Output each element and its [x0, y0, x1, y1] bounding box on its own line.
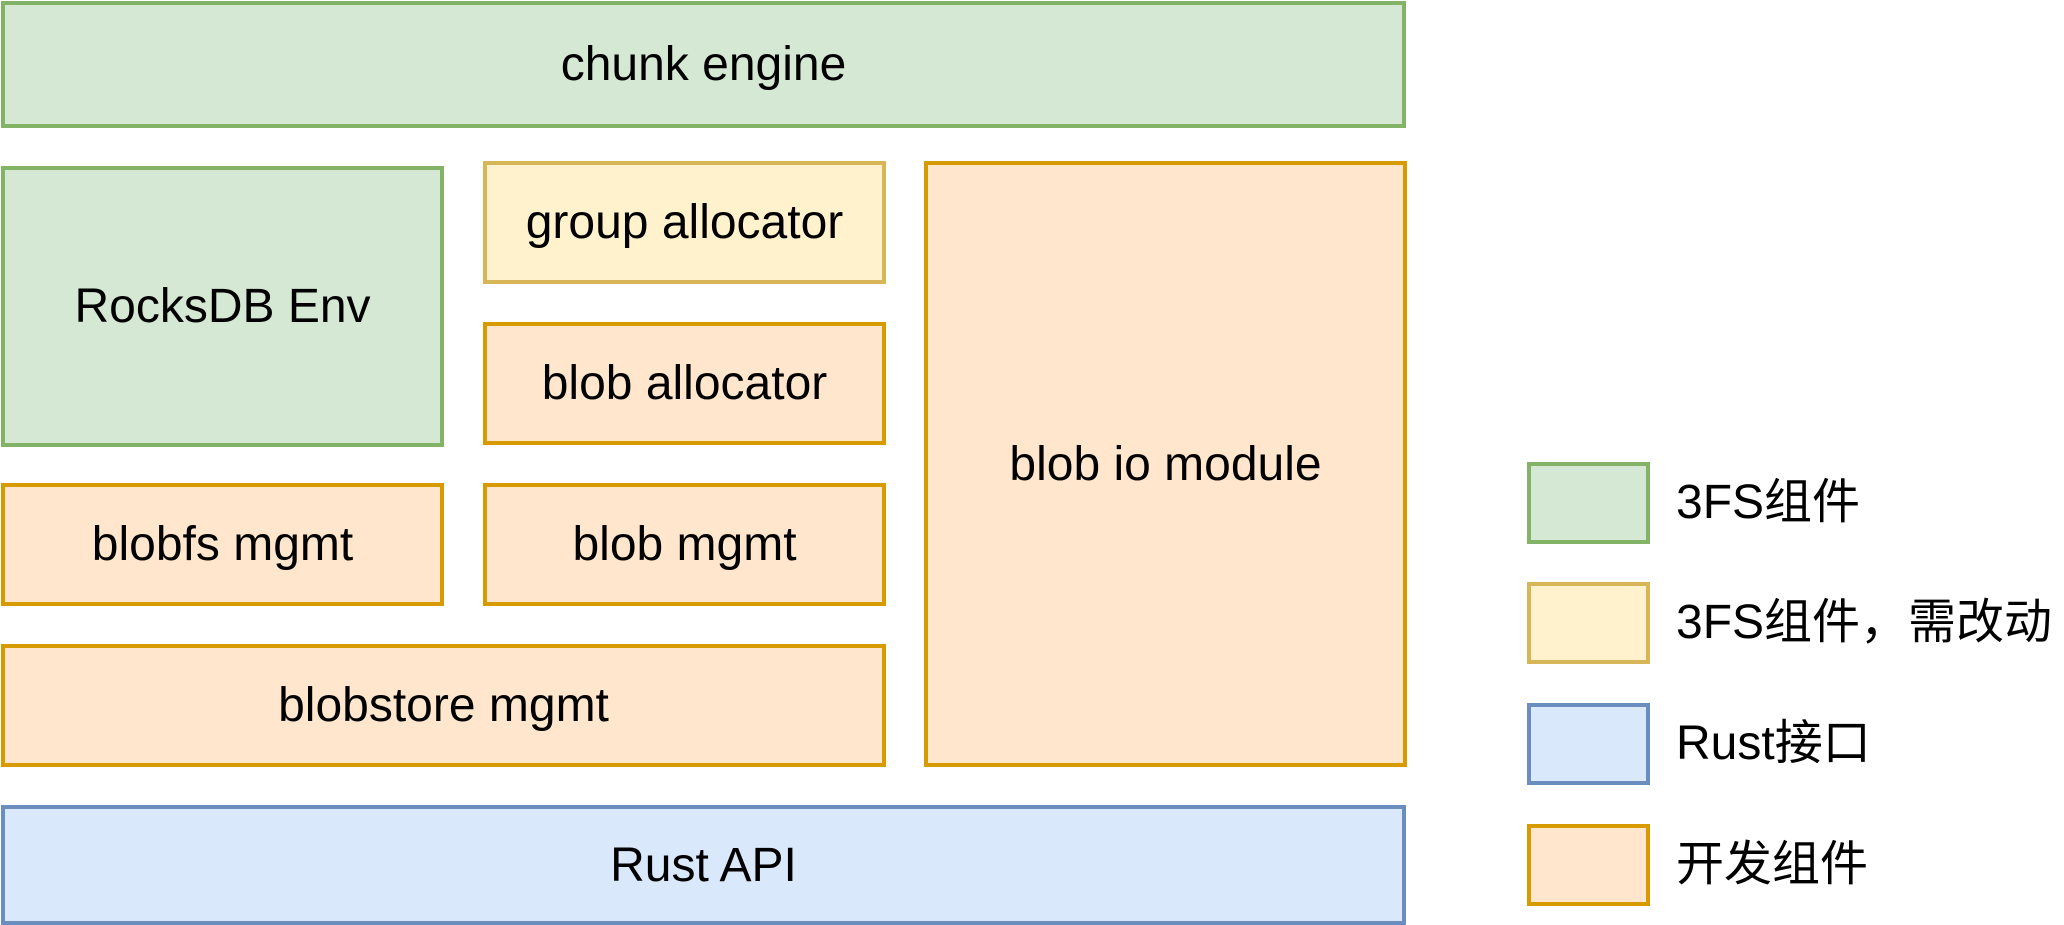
- legend-swatch-yellow: [1527, 582, 1650, 664]
- legend-label-3fs-component-modified: 3FS组件，需改动: [1676, 596, 2053, 649]
- blob-allocator-block: blob allocator: [483, 322, 886, 445]
- chunk-engine-block: chunk engine: [1, 1, 1406, 128]
- blobstore-mgmt-label: blobstore mgmt: [278, 679, 609, 732]
- legend-label-rust-interface: Rust接口: [1676, 717, 1871, 770]
- chunk-engine-label: chunk engine: [560, 38, 847, 91]
- blobfs-mgmt-label: blobfs mgmt: [91, 518, 354, 571]
- rocksdb-env-block: RocksDB Env: [1, 166, 444, 447]
- rust-api-label: Rust API: [610, 838, 797, 892]
- blob-allocator-label: blob allocator: [541, 357, 828, 410]
- rust-api-block: Rust API: [1, 805, 1406, 925]
- blob-io-module-block: blob io module: [924, 161, 1407, 767]
- legend-label-dev-component: 开发组件: [1676, 838, 1869, 891]
- legend-label-3fs-component: 3FS组件: [1676, 476, 1861, 529]
- legend-swatch-green: [1527, 462, 1650, 544]
- blob-mgmt-label: blob mgmt: [572, 518, 797, 571]
- blobstore-mgmt-block: blobstore mgmt: [1, 644, 886, 767]
- blobfs-mgmt-block: blobfs mgmt: [1, 483, 444, 606]
- rocksdb-env-label: RocksDB Env: [74, 280, 371, 333]
- legend-swatch-orange: [1527, 824, 1650, 906]
- group-allocator-block: group allocator: [483, 161, 886, 284]
- legend-swatch-blue: [1527, 703, 1650, 785]
- blob-mgmt-block: blob mgmt: [483, 483, 886, 606]
- blob-io-module-label: blob io module: [1009, 437, 1322, 491]
- group-allocator-label: group allocator: [525, 196, 844, 249]
